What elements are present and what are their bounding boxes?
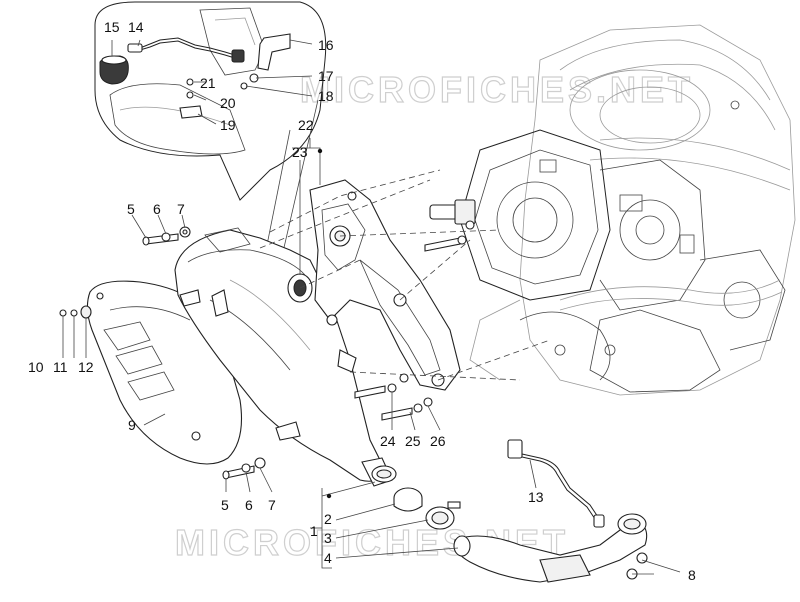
muffler-body xyxy=(174,227,397,487)
lambda-sensor-13 xyxy=(507,439,605,528)
label-6-top: 6 xyxy=(153,201,161,217)
label-18: 18 xyxy=(318,88,334,104)
engine-assembly xyxy=(429,24,796,396)
label-15: 15 xyxy=(104,19,120,35)
bolt-group-top xyxy=(142,226,191,246)
label-14: 14 xyxy=(128,19,144,35)
label-12: 12 xyxy=(78,359,94,375)
label-2: 2 xyxy=(324,511,332,527)
sensor-detail-inset xyxy=(94,1,327,201)
small-fasteners-17-21 xyxy=(179,73,259,119)
label-5-bottom: 5 xyxy=(221,497,229,513)
align-line-2 xyxy=(259,179,431,249)
label-9: 9 xyxy=(128,417,136,433)
align-line-3 xyxy=(299,259,361,289)
group-dot-1 xyxy=(326,493,332,499)
label-6-bottom: 6 xyxy=(245,497,253,513)
sensor-cap-15 xyxy=(99,55,129,85)
mounting-bracket-22 xyxy=(309,179,461,391)
label-20: 20 xyxy=(220,95,236,111)
label-22: 22 xyxy=(298,117,314,133)
label-19: 19 xyxy=(220,117,236,133)
align-line-5 xyxy=(399,239,471,301)
part-labels: 1 2 3 4 5 5 6 6 7 7 8 9 10 11 12 13 14 1… xyxy=(28,19,696,583)
clamp-3 xyxy=(425,501,461,530)
label-7-bottom: 7 xyxy=(268,497,276,513)
label-23: 23 xyxy=(292,144,308,160)
align-line-7 xyxy=(349,371,521,381)
label-17: 17 xyxy=(318,68,334,84)
label-5-top: 5 xyxy=(127,201,135,217)
label-8: 8 xyxy=(688,567,696,583)
label-21: 21 xyxy=(200,75,216,91)
bolt-group-bottom xyxy=(222,457,266,480)
label-24: 24 xyxy=(380,433,396,449)
lambda-sensor-14 xyxy=(127,37,245,63)
label-13: 13 xyxy=(528,489,544,505)
bolt-group-shield xyxy=(59,305,92,319)
leader-lines xyxy=(62,39,681,575)
label-25: 25 xyxy=(405,433,421,449)
watermark-upper: MICROFICHES.NET xyxy=(300,69,694,110)
align-line-4 xyxy=(339,229,501,237)
inset-pointer-line-b xyxy=(279,99,319,266)
bracket-16 xyxy=(257,33,291,71)
label-11: 11 xyxy=(53,359,68,375)
gasket-2 xyxy=(393,487,423,512)
label-3: 3 xyxy=(324,530,332,546)
label-26: 26 xyxy=(430,433,446,449)
exhaust-header-4 xyxy=(453,513,648,583)
label-1: 1 xyxy=(310,523,318,539)
label-4: 4 xyxy=(324,550,332,566)
nuts-8 xyxy=(626,552,648,580)
label-10: 10 xyxy=(28,359,44,375)
label-16: 16 xyxy=(318,37,334,53)
group-dot-22 xyxy=(317,148,323,154)
label-7-top: 7 xyxy=(177,201,185,217)
